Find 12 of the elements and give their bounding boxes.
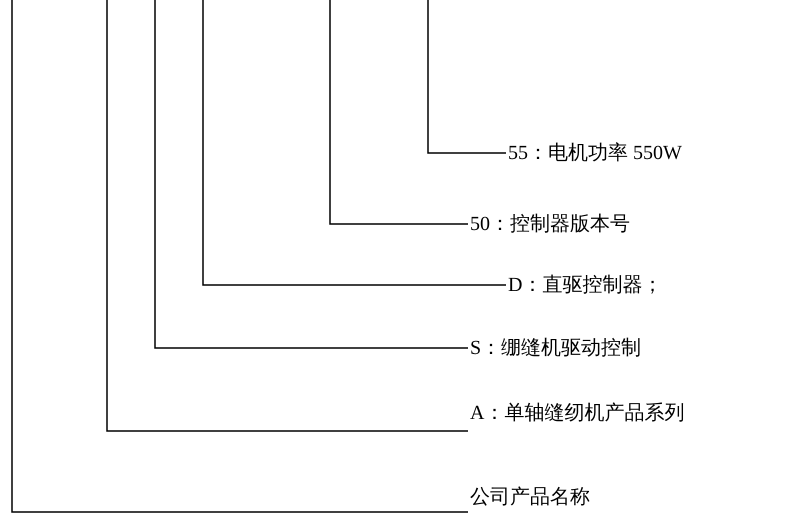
leader-line bbox=[202, 0, 506, 286]
leader-line bbox=[11, 0, 468, 513]
leader-line bbox=[154, 0, 468, 349]
label-text: 55：电机功率 550W bbox=[508, 141, 682, 165]
label-text: S：绷缝机驱动控制 bbox=[470, 336, 642, 360]
label-text: D：直驱控制器； bbox=[508, 273, 662, 297]
leader-line bbox=[106, 0, 468, 432]
label-text: 50：控制器版本号 bbox=[470, 212, 630, 236]
leader-line bbox=[427, 0, 506, 154]
leader-line bbox=[329, 0, 468, 225]
label-text: A：单轴缝纫机产品系列 bbox=[470, 401, 684, 425]
label-text: 公司产品名称 bbox=[470, 485, 590, 509]
